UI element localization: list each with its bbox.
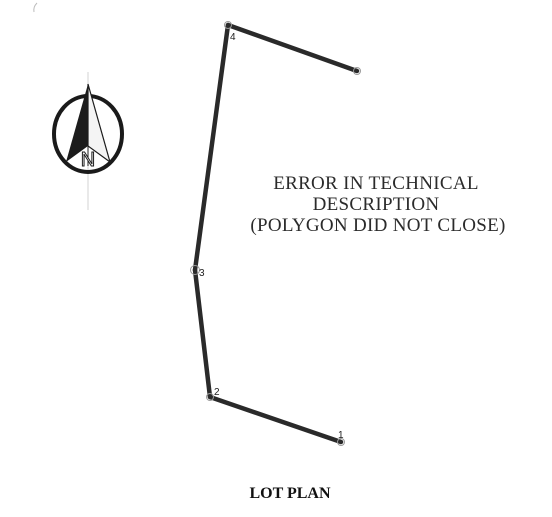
error-line-3: (POLYGON DID NOT CLOSE) — [250, 215, 505, 236]
boundary-line-1-2 — [207, 394, 344, 445]
scan-mark — [33, 2, 38, 13]
boundary-line-3-4 — [192, 22, 231, 273]
corner-markers — [190, 21, 361, 446]
plan-title: LOT PLAN — [249, 485, 331, 502]
corner-label-4: 4 — [230, 32, 236, 43]
error-line-1: ERROR IN TECHNICAL — [273, 173, 479, 194]
open-end-marker — [353, 67, 361, 75]
corner-marker-2 — [206, 393, 214, 401]
corner-label-1: 1 — [338, 430, 344, 441]
north-arrow-icon: N — [52, 72, 124, 210]
error-line-2: DESCRIPTION — [313, 194, 440, 215]
corner-marker-4 — [224, 21, 232, 29]
traverse-lines — [192, 22, 360, 445]
north-letter: N — [81, 149, 95, 171]
boundary-line-4-open-end — [225, 22, 360, 74]
corner-label-2: 2 — [214, 387, 220, 398]
corner-marker-1 — [337, 438, 345, 446]
corner-label-3: 3 — [199, 268, 205, 279]
boundary-line-2-3 — [192, 267, 213, 400]
corner-marker-3 — [190, 265, 200, 275]
error-note: ERROR IN TECHNICAL DESCRIPTION (POLYGON … — [250, 173, 505, 236]
